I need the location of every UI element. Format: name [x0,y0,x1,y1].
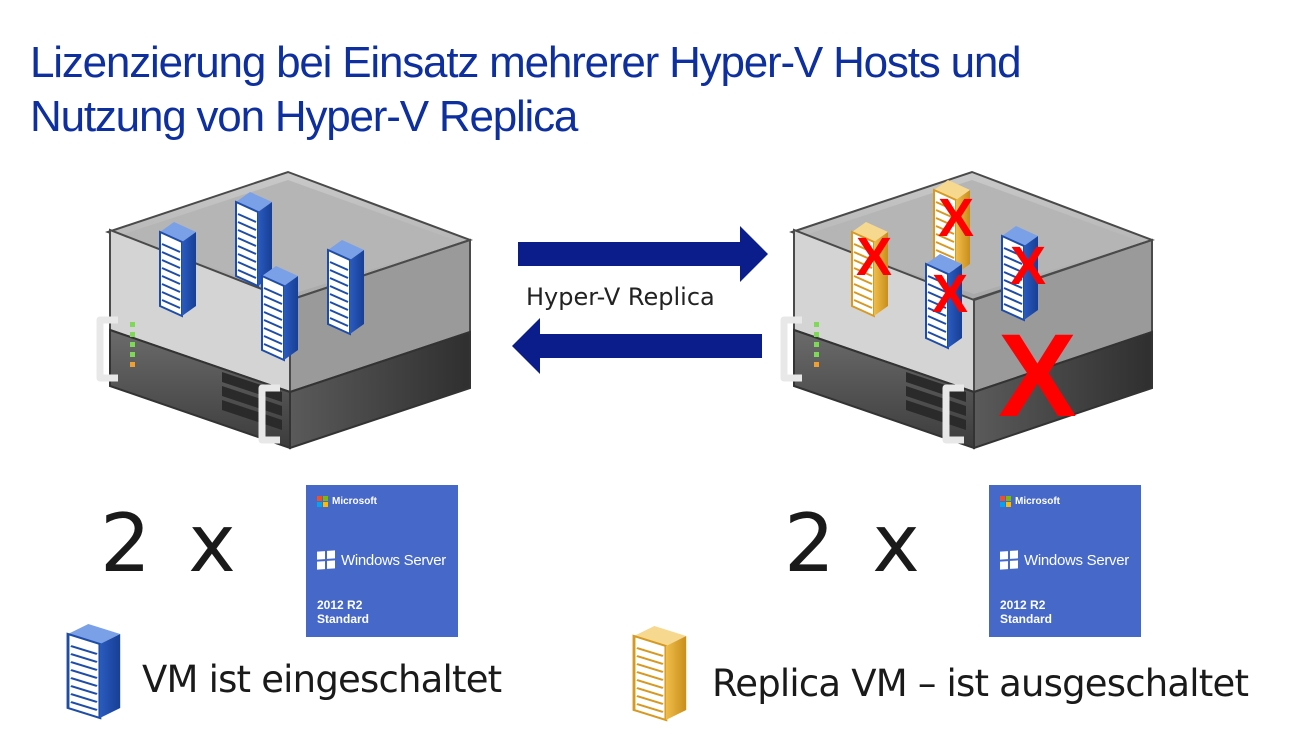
cross-mark-icon: X [938,188,974,248]
windows-logo-icon [317,550,335,570]
product-edition: Standard [1000,612,1053,626]
product-version: 2012 R2 [317,598,363,612]
vendor-name: Microsoft [1015,496,1060,507]
product-row: Windows Server [317,550,446,570]
product-name: Windows Server [1024,551,1129,569]
license-box: Microsoft Windows Server 2012 R2 Standar… [989,485,1141,637]
server-chassis-icon [780,170,1155,450]
vendor-name: Microsoft [332,496,377,507]
microsoft-logo-icon [317,496,328,507]
vm-tower-icon [66,622,122,720]
replication-label: Hyper-V Replica [526,283,715,311]
page-title: Lizenzierung bei Einsatz mehrerer Hyper-… [30,36,1230,144]
cross-mark-icon: X [856,227,892,287]
server-chassis-icon [96,170,474,450]
title-line-2: Nutzung von Hyper-V Replica [30,92,578,141]
product-edition: Standard [317,612,370,626]
license-box: Microsoft Windows Server 2012 R2 Standar… [306,485,458,637]
cross-mark-icon: X [1010,236,1046,296]
vm-tower-icon [632,624,688,722]
arrow-left-icon [512,318,762,374]
host-license-multiplier: 2 x [784,497,926,590]
product-version: 2012 R2 [1000,598,1046,612]
vm-tower-icon [235,191,273,287]
arrow-right-icon [518,226,768,282]
vm-tower-icon [261,265,299,361]
product-name: Windows Server [341,551,446,569]
legend-running-vm: VM ist eingeschaltet [142,658,502,701]
microsoft-logo-icon [1000,496,1011,507]
host-license-multiplier: 2 x [100,497,242,590]
vm-tower-icon [159,221,197,317]
cross-mark-icon: X [998,310,1077,442]
product-row: Windows Server [1000,550,1129,570]
edition-block: 2012 R2 Standard [317,598,369,626]
vm-tower-icon [327,239,365,335]
legend-replica-vm: Replica VM – ist ausgeschaltet [712,662,1249,705]
title-line-1: Lizenzierung bei Einsatz mehrerer Hyper-… [30,38,1022,87]
microsoft-brand: Microsoft [1000,496,1060,507]
windows-logo-icon [1000,550,1018,570]
microsoft-brand: Microsoft [317,496,377,507]
cross-mark-icon: X [932,264,968,324]
edition-block: 2012 R2 Standard [1000,598,1052,626]
